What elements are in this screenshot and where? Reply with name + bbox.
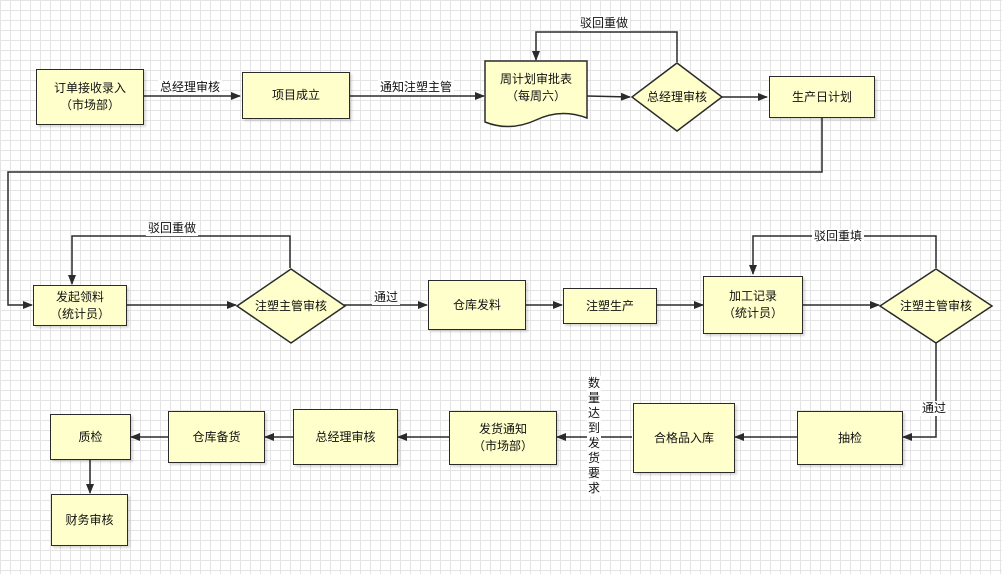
process-record-node: 加工记录 （统计员）	[703, 276, 803, 334]
qualified-storage-label: 合格品入库	[653, 430, 714, 445]
weekly-plan-title: 周计划审批表	[499, 72, 572, 86]
edge-label-reject-redo-1: 驳回重做	[578, 16, 631, 31]
warehouse-stock-node: 仓库备货	[168, 411, 265, 463]
edge-label-reject-refill: 驳回重填	[812, 229, 865, 244]
gm-review-1-label: 总经理审核	[646, 89, 707, 104]
edge-label-pass-2: 通过	[920, 401, 949, 416]
daily-plan-label: 生产日计划	[791, 89, 852, 104]
weekly-plan-document-shape	[484, 60, 588, 128]
supervisor-review-2-node: 注塑主管审核	[879, 268, 993, 344]
qualified-storage-node: 合格品入库	[633, 403, 735, 473]
weekly-plan-schedule: （每周六）	[505, 89, 566, 103]
injection-production-node: 注塑生产	[563, 288, 657, 324]
order-entry-node: 订单接收录入 （市场部）	[36, 69, 144, 125]
quality-check-node: 质检	[50, 414, 131, 460]
connector-gm-review-reject	[532, 31, 678, 62]
supervisor-review-2-diamond-shape	[878, 268, 994, 344]
gm-review-1-node: 总经理审核	[631, 62, 723, 132]
material-request-role: （统计员）	[49, 306, 110, 321]
process-record-role: （统计员）	[722, 306, 783, 320]
edge-label-pass-1: 通过	[372, 290, 401, 305]
connector-supervisor-review-2-to-sampling	[902, 342, 937, 441]
edge-label-gm-review: 总经理审核	[158, 80, 223, 95]
connector-supervisor-review-1-reject	[68, 235, 291, 285]
connector-daily-plan-to-material-request	[7, 118, 823, 309]
material-request-title: 发起领料	[55, 289, 104, 304]
gm-review-2-label: 总经理审核	[315, 429, 376, 444]
warehouse-issue-label: 仓库发料	[452, 297, 501, 312]
shipping-notice-node: 发货通知 （市场部）	[449, 411, 557, 465]
material-request-node: 发起领料 （统计员）	[33, 285, 127, 326]
warehouse-issue-node: 仓库发料	[428, 280, 526, 330]
supervisor-review-2-label: 注塑主管审核	[899, 298, 972, 313]
injection-production-label: 注塑生产	[585, 298, 634, 313]
edge-label-notify-supervisor: 通知注塑主管	[378, 80, 455, 95]
finance-review-label: 财务审核	[65, 512, 114, 527]
shipping-notice-title: 发货通知	[478, 422, 527, 436]
supervisor-review-1-node: 注塑主管审核	[236, 268, 346, 344]
connector-weekly-plan-to-gm-review	[586, 92, 631, 101]
project-setup-label: 项目成立	[271, 88, 320, 102]
warehouse-stock-label: 仓库备货	[192, 429, 241, 444]
sampling-node: 抽检	[797, 411, 903, 465]
daily-plan-node: 生产日计划	[769, 76, 875, 118]
project-setup-node: 项目成立	[242, 72, 350, 119]
order-entry-title: 订单接收录入	[53, 81, 126, 95]
edge-label-reject-redo-2: 驳回重做	[146, 221, 199, 236]
supervisor-review-1-diamond-shape	[235, 268, 347, 344]
shipping-notice-department: （市场部）	[472, 439, 533, 453]
process-record-title: 加工记录	[728, 289, 777, 303]
finance-review-node: 财务审核	[51, 494, 128, 546]
weekly-plan-node: 周计划审批表 （每周六）	[484, 66, 588, 110]
supervisor-review-1-label: 注塑主管审核	[254, 298, 327, 313]
gm-review-1-diamond-shape	[630, 62, 724, 132]
order-entry-department: （市场部）	[59, 98, 120, 112]
gm-review-2-node: 总经理审核	[293, 409, 398, 465]
sampling-label: 抽检	[837, 430, 862, 445]
quality-check-label: 质检	[78, 429, 103, 444]
edge-label-quantity-reached: 数量达到发货要求	[587, 376, 601, 496]
